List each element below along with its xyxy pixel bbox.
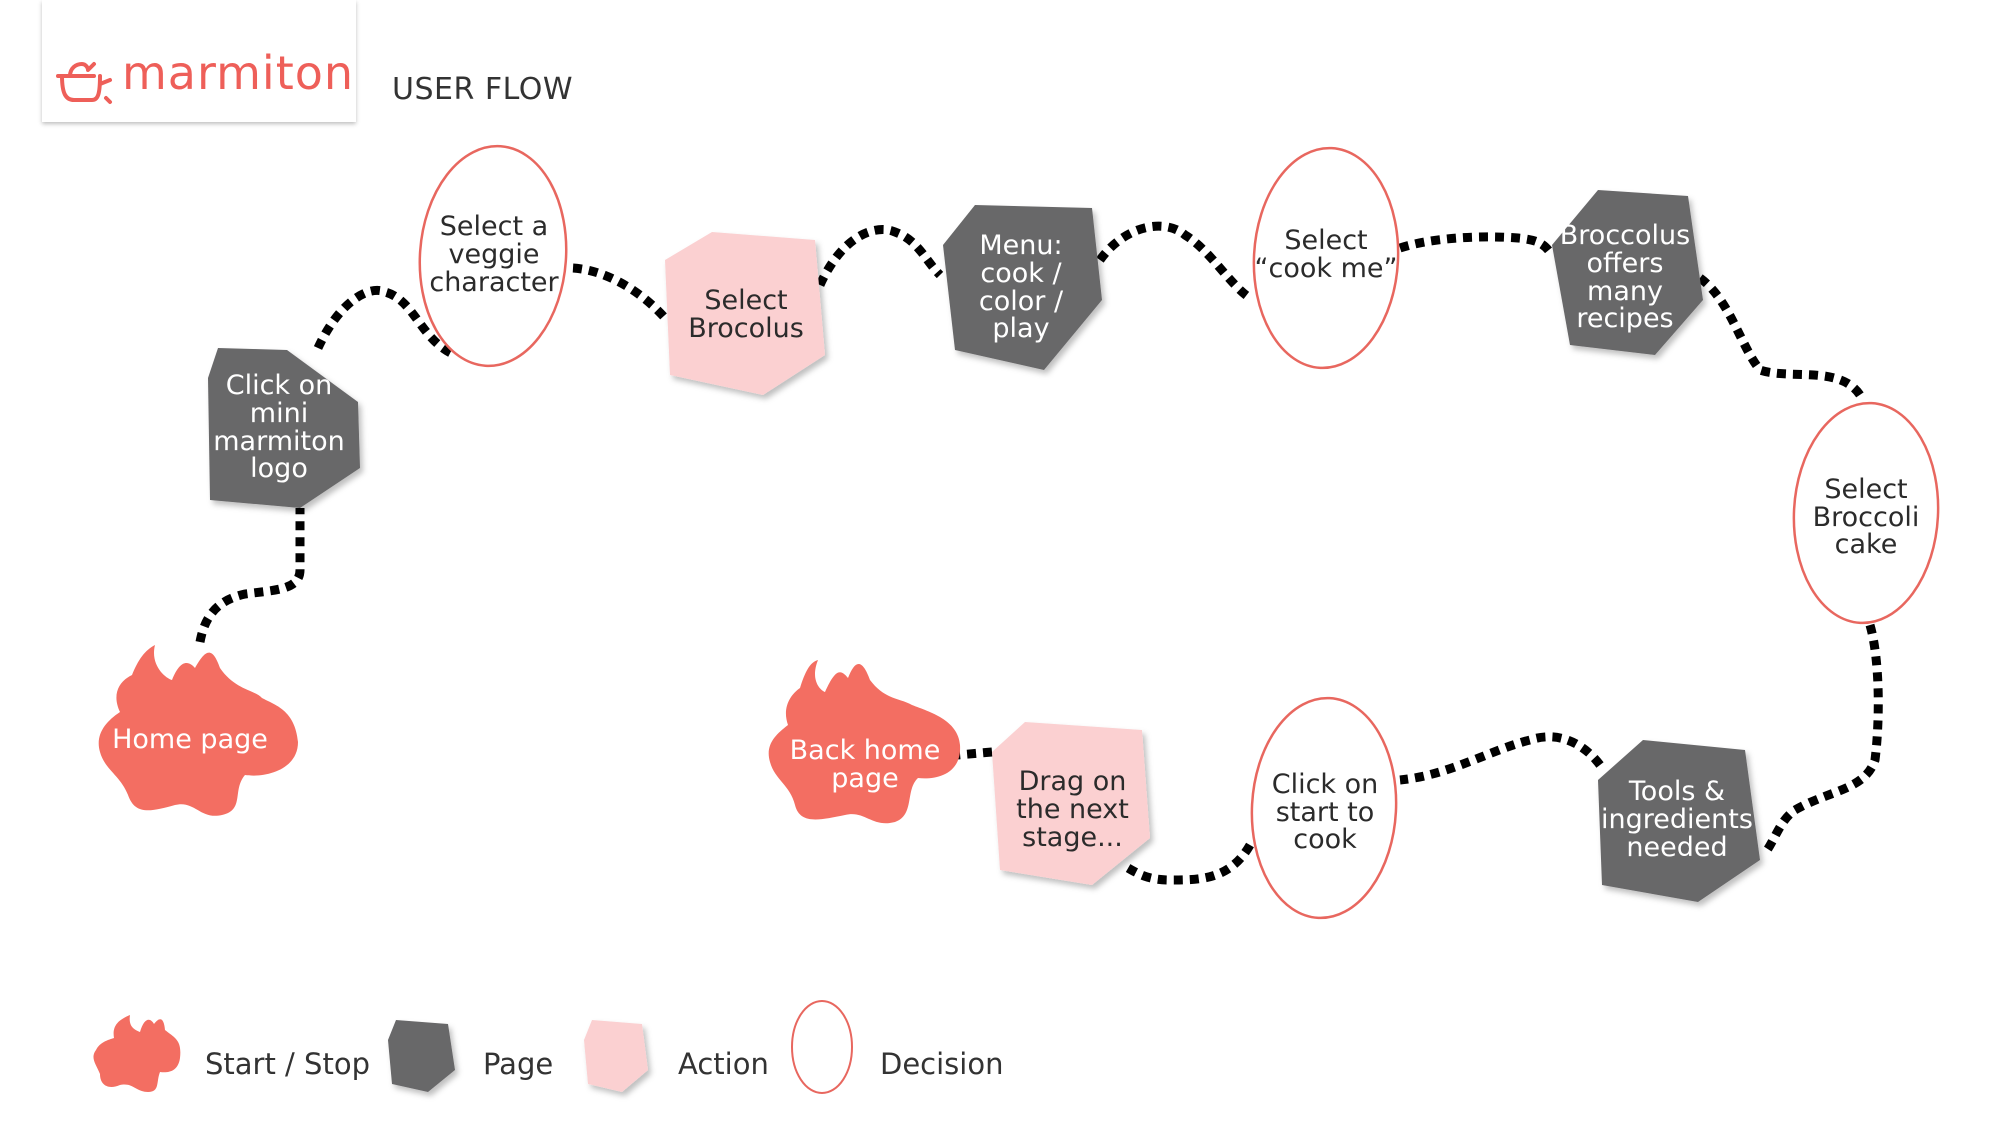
- node-tools-ingredients[interactable]: Tools & ingredients needed: [1601, 776, 1753, 863]
- decision-shape-select-veggie: [418, 144, 568, 368]
- connector-cookme-to-recipes: [1398, 232, 1556, 258]
- decision-shape-select-broccoli-cake: [1792, 401, 1940, 625]
- connector-recipes-to-cake: [1697, 274, 1864, 398]
- connector-brocolus-to-menu: [815, 225, 944, 287]
- home-page-start-shape: [98, 645, 299, 816]
- node-click-mini-logo[interactable]: Click on mini marmiton logo: [213, 369, 345, 485]
- node-select-brocolus[interactable]: Select Brocolus: [688, 285, 804, 344]
- legend-page-shape: [388, 1020, 455, 1092]
- brand-name: marmiton: [122, 46, 355, 100]
- legend-decision-shape: [791, 1000, 853, 1094]
- action-shape-drag-next-stage: [992, 722, 1150, 885]
- node-select-veggie[interactable]: Select a veggie character: [429, 211, 559, 298]
- connector-tools-to-start: [1399, 732, 1604, 785]
- action-shape-select-brocolus: [665, 232, 825, 395]
- node-back-home[interactable]: Back home page: [789, 735, 941, 794]
- cooking-pot-icon: [56, 62, 112, 104]
- connector-menu-to-cookme: [1096, 221, 1253, 302]
- back-home-stop-shape: [768, 660, 961, 824]
- connector-logo-to-veggie: [313, 285, 457, 360]
- node-drag-next-stage[interactable]: Drag on the next stage...: [1016, 766, 1129, 853]
- page-shape-menu: [943, 205, 1102, 370]
- legend-start-stop-shape: [93, 1015, 181, 1092]
- connector-cake-to-tools: [1761, 623, 1883, 856]
- page-shape-recipes: [1552, 190, 1703, 355]
- connector-start-to-drag: [1125, 842, 1254, 885]
- brand-logo-card[interactable]: marmiton: [42, 0, 356, 122]
- node-home-page[interactable]: Home page: [112, 724, 268, 756]
- page-shape-click-logo: [208, 348, 360, 508]
- page-shape-tools: [1598, 740, 1760, 902]
- node-click-start-cook[interactable]: Click on start to cook: [1271, 768, 1379, 856]
- node-broccolus-recipes[interactable]: Broccolus offers many recipes: [1559, 219, 1691, 335]
- legend-page-label: Page: [483, 1047, 554, 1081]
- node-menu[interactable]: Menu: cook / color / play: [978, 229, 1064, 345]
- legend-start-stop-label: Start / Stop: [205, 1047, 370, 1081]
- legend-decision-label: Decision: [880, 1047, 1004, 1081]
- connector-veggie-to-brocolus: [572, 263, 669, 322]
- legend-action-shape: [584, 1020, 648, 1092]
- decision-shape-select-cook-me: [1252, 146, 1400, 370]
- connector-home-to-logo: [195, 508, 305, 643]
- legend-action-label: Action: [678, 1047, 769, 1081]
- node-select-cook-me[interactable]: Select “cook me”: [1254, 225, 1398, 284]
- node-select-broccoli-cake[interactable]: Select Broccoli cake: [1812, 473, 1920, 561]
- page-title: USER FLOW: [392, 72, 574, 107]
- flow-connectors: [195, 221, 1883, 885]
- decision-shape-click-start-cook: [1250, 696, 1398, 920]
- connector-drag-to-back: [957, 747, 993, 760]
